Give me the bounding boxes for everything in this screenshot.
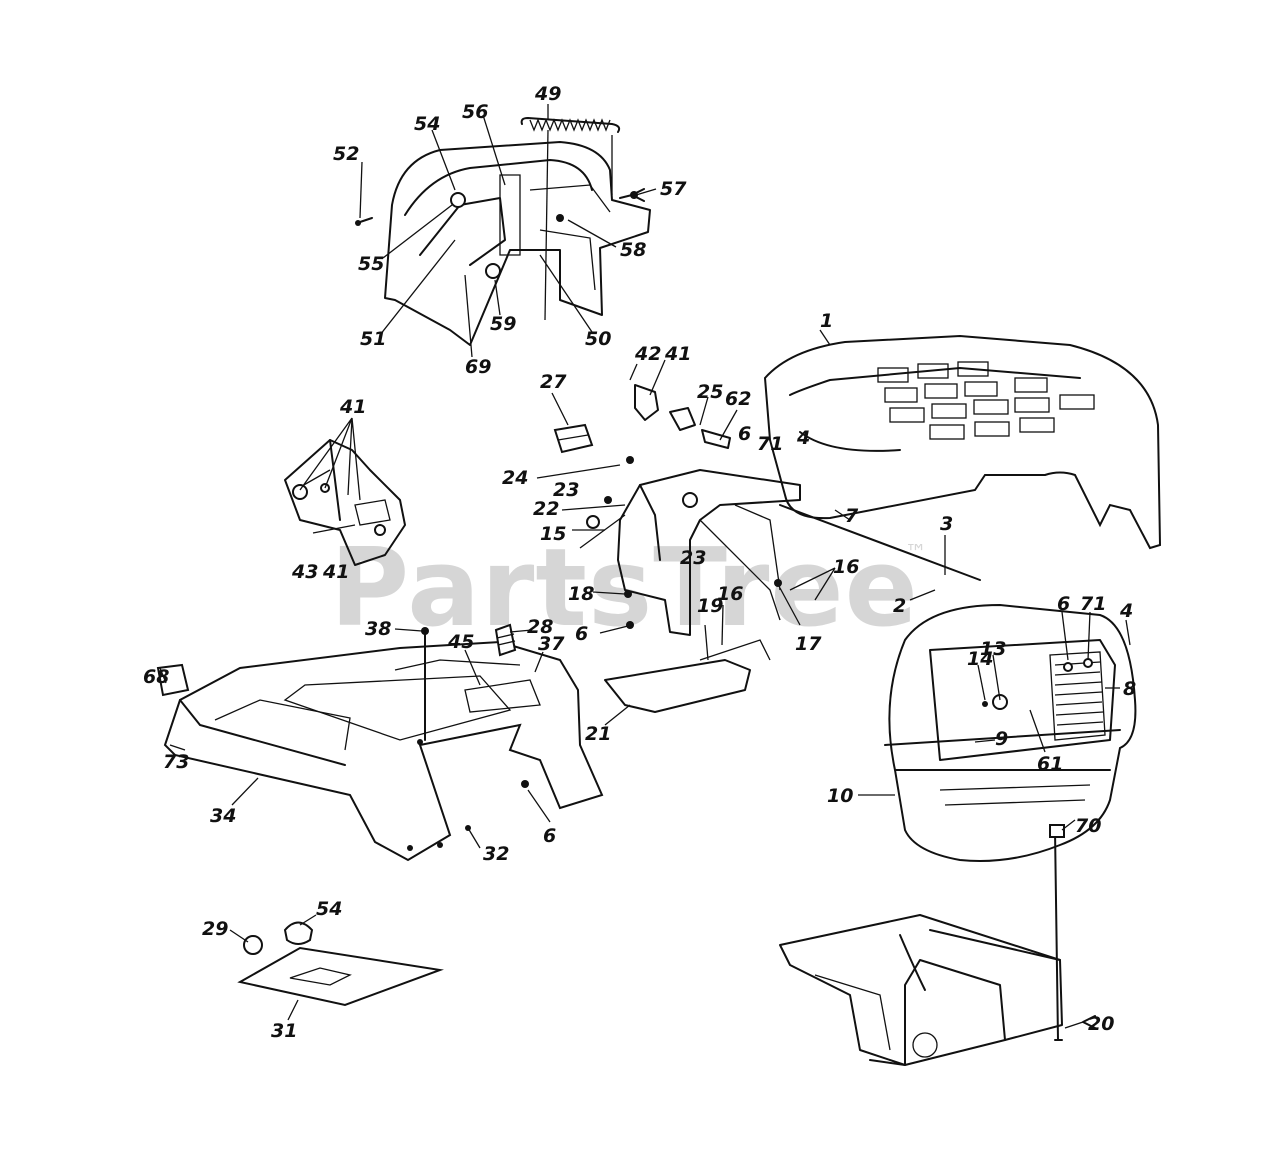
callout-10: 10: [827, 785, 853, 807]
callout-69: 69: [465, 356, 491, 378]
callout-34: 34: [210, 805, 236, 827]
callout-18: 18: [568, 583, 594, 605]
callout-16: 16: [717, 583, 743, 605]
callout-29: 29: [202, 918, 228, 940]
callout-71: 71: [757, 433, 783, 455]
side-plate: [284, 439, 406, 566]
callout-38: 38: [365, 618, 391, 640]
callout-56: 56: [462, 101, 488, 123]
small-parts: [553, 384, 731, 529]
callout-43: 43: [291, 561, 318, 583]
callout-41: 41: [339, 396, 366, 418]
callout-28: 28: [527, 616, 553, 638]
callout-45: 45: [447, 631, 474, 653]
callout-14: 14: [967, 648, 993, 670]
callout-27: 27: [540, 371, 567, 393]
callout-3: 3: [940, 513, 953, 535]
callout-4: 4: [796, 427, 810, 449]
watermark-trademark: ™: [905, 541, 927, 566]
callout-23: 23: [680, 547, 706, 569]
callout-24: 24: [502, 467, 528, 489]
callout-31: 31: [271, 1020, 297, 1042]
grille-nose: [884, 603, 1137, 1041]
callout-13: 13: [980, 638, 1006, 660]
hood: [763, 334, 1162, 581]
callout-4: 4: [1119, 600, 1133, 622]
callout-50: 50: [585, 328, 611, 350]
callout-54: 54: [316, 898, 342, 920]
callout-16: 16: [833, 556, 859, 578]
callout-41: 41: [322, 561, 349, 583]
callout-42: 42: [634, 343, 661, 365]
callout-19: 19: [697, 595, 723, 617]
callout-68: 68: [143, 666, 169, 688]
callout-32: 32: [483, 843, 509, 865]
callout-73: 73: [163, 751, 189, 773]
callout-71: 71: [1080, 593, 1106, 615]
callout-1: 1: [820, 310, 833, 332]
callout-70: 70: [1075, 815, 1101, 837]
callout-41: 41: [664, 343, 691, 365]
callout-labels: 49 52 54 56 57 55 58 51 69 59 50 42 41 2…: [143, 83, 1136, 1042]
fender-deck: [156, 623, 604, 862]
callout-9: 9: [995, 728, 1008, 750]
callout-6: 6: [543, 825, 556, 847]
callout-58: 58: [620, 239, 646, 261]
callout-59: 59: [490, 313, 516, 335]
callout-6: 6: [575, 623, 588, 645]
callout-6: 6: [1057, 593, 1070, 615]
leader-lines: [159, 104, 1131, 1029]
callout-25: 25: [697, 381, 723, 403]
callout-57: 57: [660, 178, 687, 200]
hood-bracket: [604, 469, 801, 713]
callout-22: 22: [533, 498, 559, 520]
callout-61: 61: [1037, 753, 1063, 775]
callout-21: 21: [585, 723, 611, 745]
callout-8: 8: [1123, 678, 1136, 700]
callout-20: 20: [1088, 1013, 1114, 1035]
front-frame: [779, 914, 1063, 1066]
callout-7: 7: [845, 505, 859, 527]
callout-62: 62: [725, 388, 751, 410]
callout-15: 15: [540, 523, 566, 545]
callout-23: 23: [553, 479, 579, 501]
callout-51: 51: [360, 328, 386, 350]
callout-17: 17: [795, 633, 822, 655]
callout-2: 2: [893, 595, 906, 617]
callout-52: 52: [333, 143, 359, 165]
callout-55: 55: [358, 253, 384, 275]
callout-49: 49: [534, 83, 561, 105]
dash-panel-assembly: [355, 117, 651, 346]
floor-mat: [237, 921, 444, 1007]
callout-54: 54: [414, 113, 440, 135]
callout-37: 37: [538, 633, 565, 655]
callout-6: 6: [738, 423, 751, 445]
